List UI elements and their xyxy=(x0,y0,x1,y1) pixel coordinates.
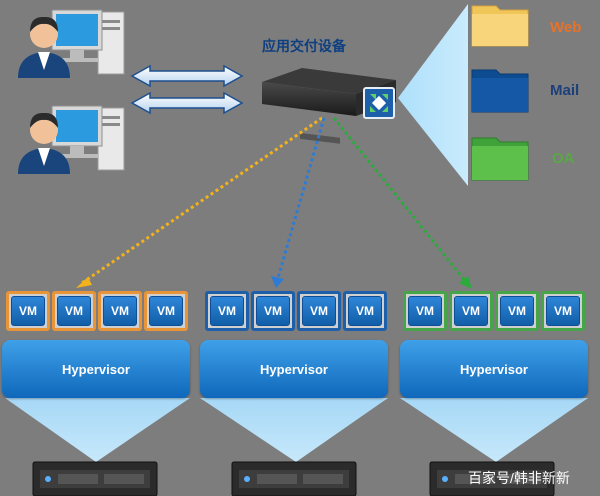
vm-label: VM xyxy=(11,296,45,326)
hypervisor-block: Hypervisor xyxy=(400,340,588,398)
arrowhead-green xyxy=(459,276,472,289)
vm-label: VM xyxy=(57,296,91,326)
hypervisor-block: Hypervisor xyxy=(200,340,388,398)
vm-label: VM xyxy=(256,296,290,326)
connector-blue xyxy=(276,117,326,279)
vm-label: VM xyxy=(210,296,244,326)
bidirectional-arrow-icon xyxy=(130,91,244,115)
arrowhead-blue xyxy=(271,276,284,288)
hypervisor-block: Hypervisor xyxy=(2,340,190,398)
vm-box: VM xyxy=(251,291,295,331)
vm-box: VM xyxy=(205,291,249,331)
folder-icon xyxy=(471,69,529,113)
connector-green xyxy=(332,117,468,283)
arrowhead-orange xyxy=(76,277,92,288)
vm-label: VM xyxy=(408,296,442,326)
server-icon xyxy=(429,461,555,496)
vm-label: VM xyxy=(348,296,382,326)
vm-box: VM xyxy=(449,291,493,331)
app-label-mail: Mail xyxy=(550,82,580,99)
vm-box: VM xyxy=(343,291,387,331)
vm-box: VM xyxy=(541,291,585,331)
folder-icon xyxy=(471,137,529,181)
server-icon xyxy=(32,461,158,496)
app-label-web: Web xyxy=(550,19,582,36)
vm-box: VM xyxy=(403,291,447,331)
vm-label: VM xyxy=(302,296,336,326)
vm-box: VM xyxy=(495,291,539,331)
bidirectional-arrow-icon xyxy=(130,64,244,88)
connector-orange xyxy=(81,116,323,285)
vm-box: VM xyxy=(52,291,96,331)
watermark: 百家号/韩非新新 xyxy=(468,470,570,486)
server-icon xyxy=(231,461,357,496)
device-title: 应用交付设备 xyxy=(262,38,346,54)
hypervisor-fan xyxy=(200,398,388,462)
application-delivery-controller-icon xyxy=(262,68,396,144)
app-beam xyxy=(398,4,468,186)
vm-label: VM xyxy=(546,296,580,326)
hypervisor-fan xyxy=(5,398,190,462)
vm-box: VM xyxy=(144,291,188,331)
vm-box: VM xyxy=(297,291,341,331)
vm-label: VM xyxy=(500,296,534,326)
folder-icon xyxy=(471,5,529,47)
vm-box: VM xyxy=(6,291,50,331)
app-label-oa: OA xyxy=(552,150,575,167)
vm-label: VM xyxy=(103,296,137,326)
vm-label: VM xyxy=(454,296,488,326)
vm-label: VM xyxy=(149,296,183,326)
user-workstation-icon xyxy=(18,9,125,78)
user-workstation-icon xyxy=(18,105,125,174)
vm-box: VM xyxy=(98,291,142,331)
hypervisor-fan xyxy=(400,398,588,462)
